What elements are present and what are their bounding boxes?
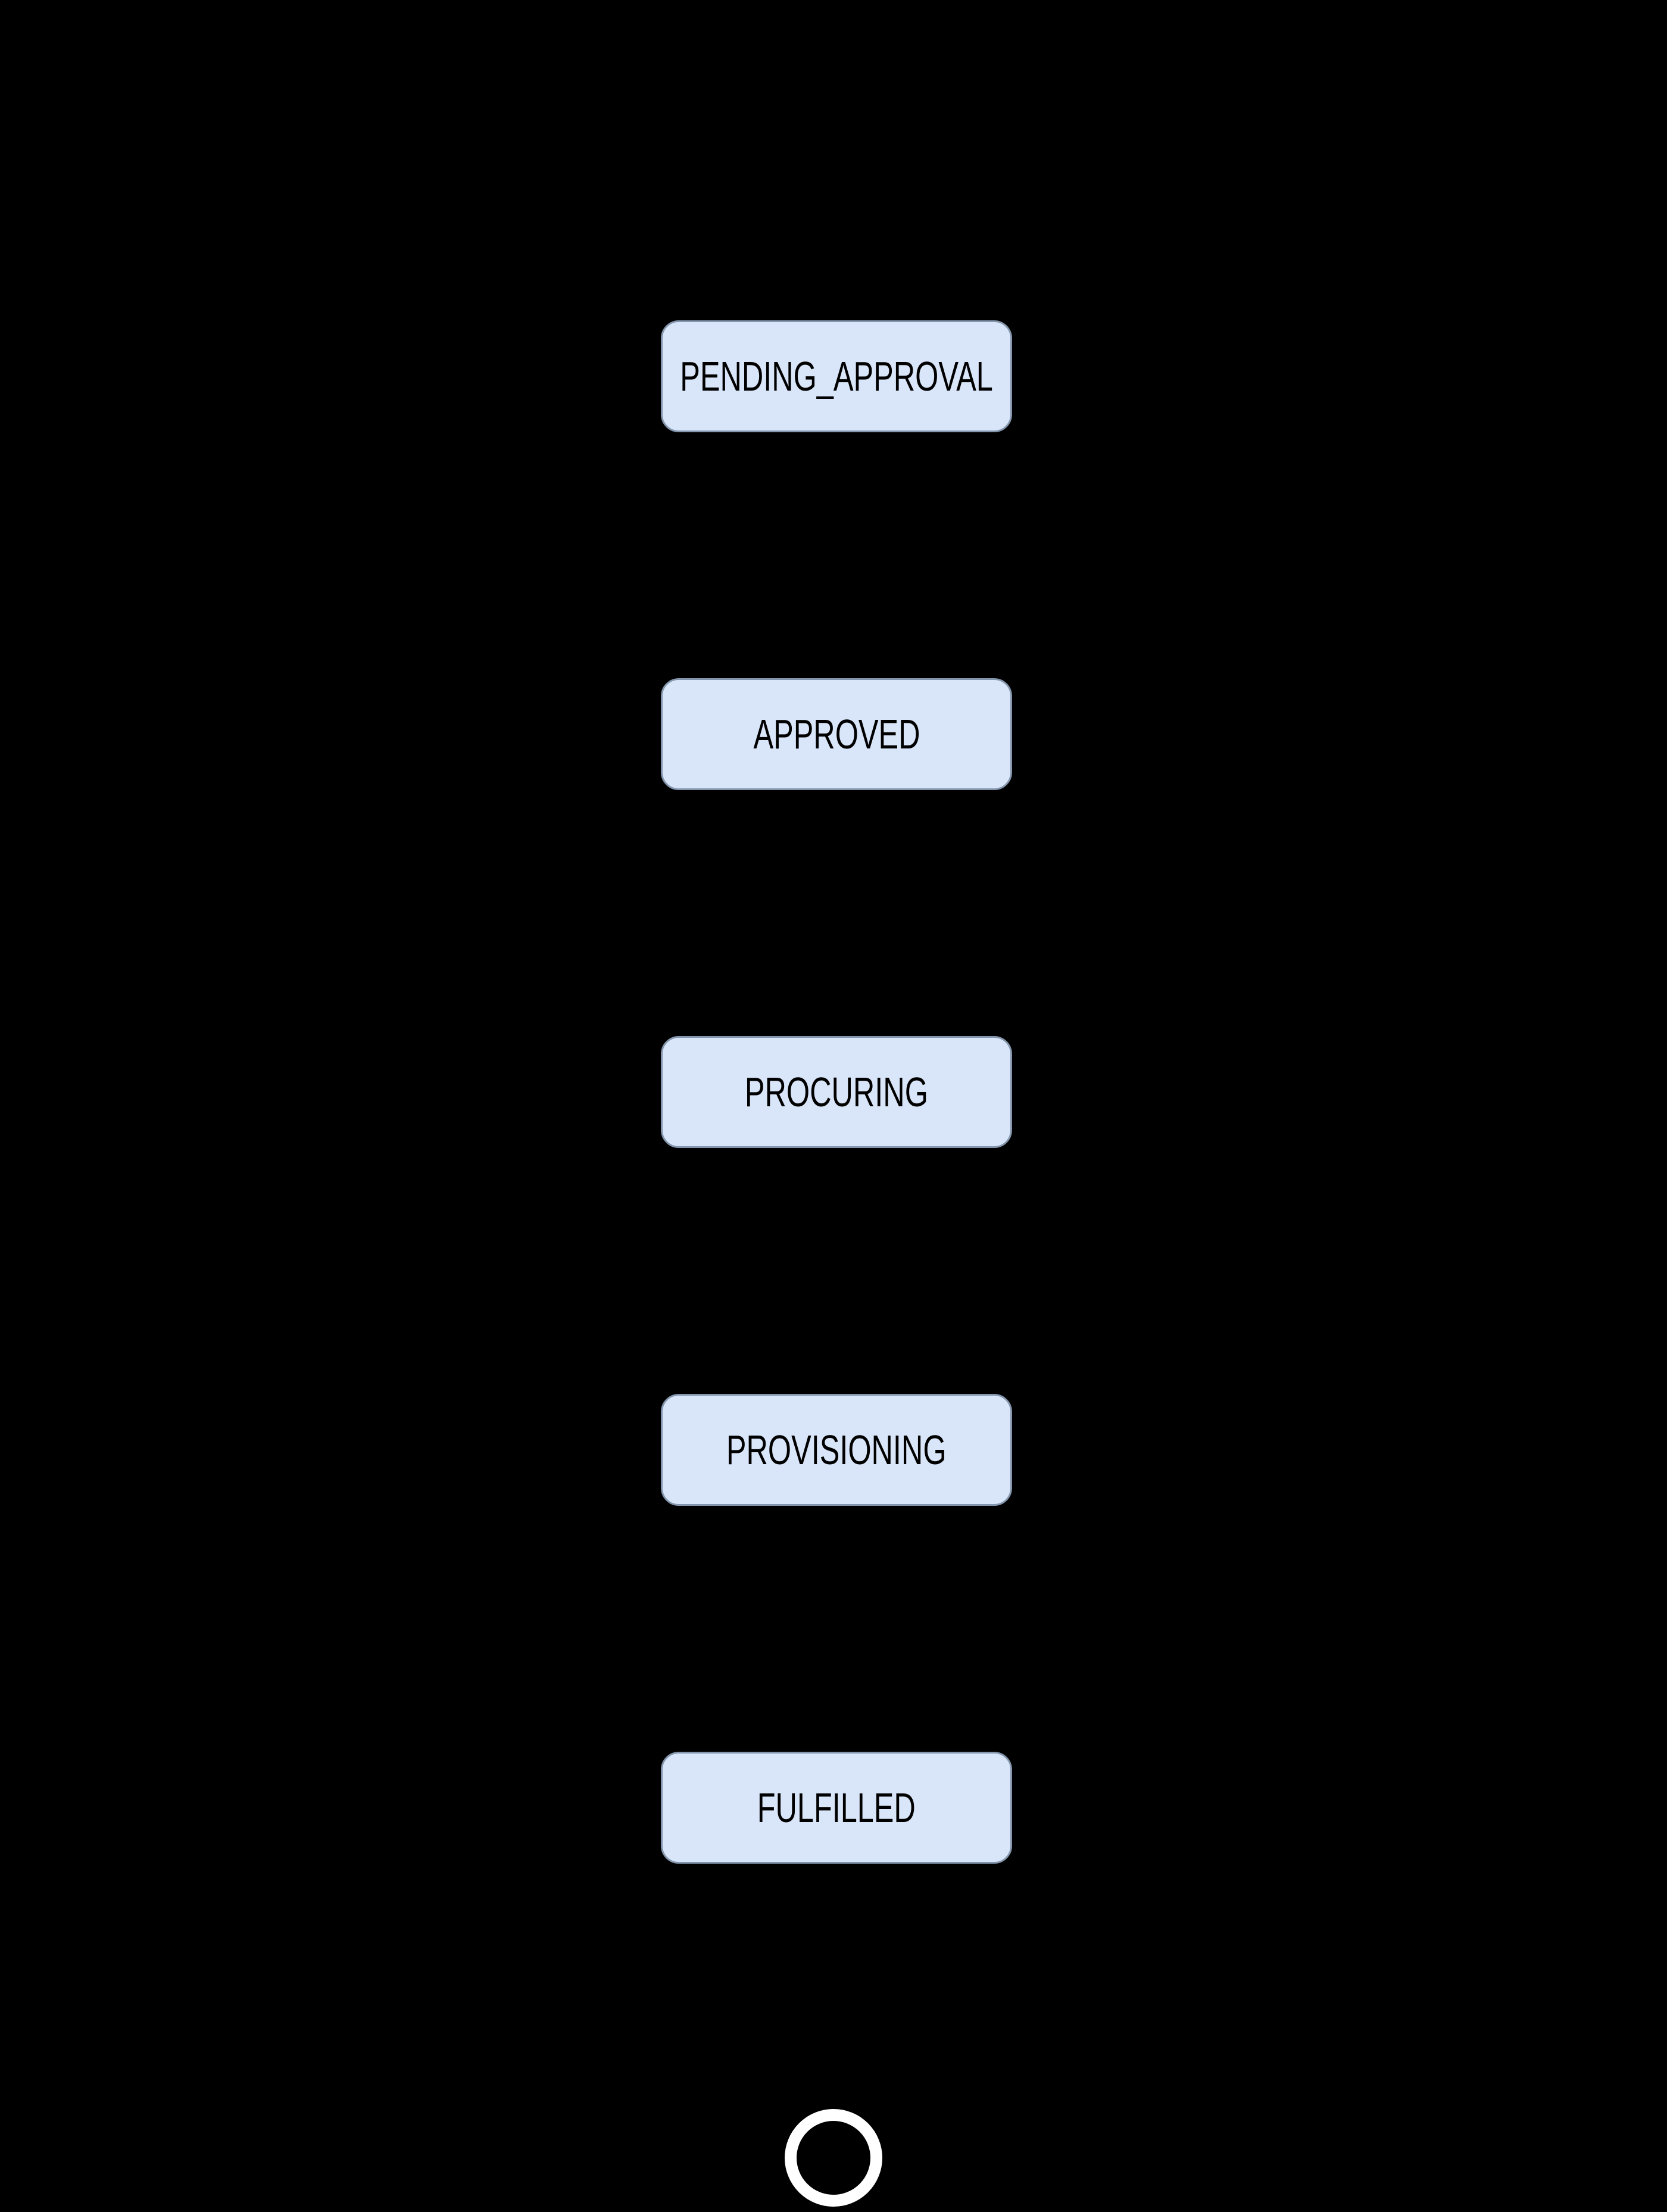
state-label-provisioning: PROVISIONING xyxy=(726,1427,947,1473)
state-node-approved: APPROVED xyxy=(661,678,1012,790)
state-node-procuring: PROCURING xyxy=(661,1036,1012,1148)
final-state-inner-dot xyxy=(812,2136,855,2179)
state-label-pending-approval: PENDING_APPROVAL xyxy=(680,353,993,400)
state-label-procuring: PROCURING xyxy=(744,1069,928,1115)
state-label-approved: APPROVED xyxy=(753,711,920,757)
state-label-fulfilled: FULFILLED xyxy=(757,1784,916,1831)
state-node-fulfilled: FULFILLED xyxy=(661,1752,1012,1864)
state-node-pending-approval: PENDING_APPROVAL xyxy=(661,320,1012,432)
state-node-provisioning: PROVISIONING xyxy=(661,1394,1012,1506)
final-state-icon xyxy=(785,2109,882,2207)
